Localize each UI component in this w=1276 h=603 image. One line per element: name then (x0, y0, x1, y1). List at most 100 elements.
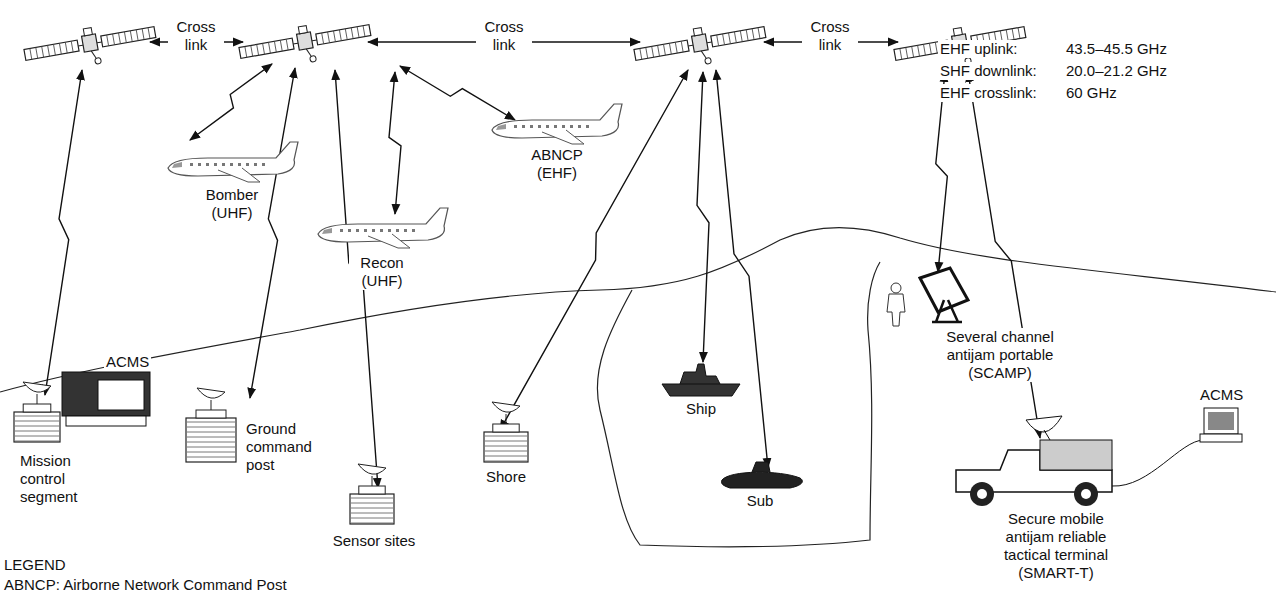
illustration-part (912, 46, 914, 57)
illustration-part (130, 31, 132, 42)
illustration-part (514, 125, 517, 128)
illustration-part (339, 30, 341, 41)
illustration-part (388, 229, 391, 232)
ground-station (14, 382, 60, 442)
radio-link (250, 68, 295, 398)
terminal-label: Sub (745, 492, 776, 510)
illustration-part (758, 28, 760, 39)
illustration-part (187, 432, 235, 433)
illustration-part (142, 29, 144, 40)
terminal-label: Ship (684, 400, 718, 418)
satellite (632, 17, 768, 76)
illustration-part (297, 32, 314, 50)
illustration-part (23, 404, 51, 412)
illustration-part (920, 268, 968, 312)
illustration-part (746, 30, 748, 41)
ground-station (186, 388, 236, 462)
illustration-part (364, 229, 367, 232)
illustration-part (124, 32, 126, 43)
illustration-part (693, 28, 702, 36)
illustration-part (652, 46, 654, 57)
illustration-part (485, 446, 527, 447)
link-label: Cross link (802, 18, 858, 54)
illustration-part (310, 55, 317, 62)
frequency-table-cell: 20.0–21.2 GHz (1064, 62, 1169, 80)
illustration-part (59, 43, 61, 54)
illustration-part (485, 451, 527, 452)
illustration-part (187, 452, 235, 453)
illustration-part (1012, 29, 1014, 40)
illustration-part (634, 40, 689, 60)
illustration-part (900, 49, 902, 60)
illustration-part (348, 229, 351, 232)
illustration-part (380, 229, 383, 232)
illustration-part (538, 125, 541, 128)
terminal-label: Sensor sites (331, 532, 418, 550)
illustration-part (95, 57, 102, 64)
illustration-part (669, 43, 671, 54)
illustration-part (245, 47, 247, 58)
illustration-part (717, 35, 719, 46)
illustration-part (522, 125, 525, 128)
satellite (22, 17, 158, 76)
terminal-label: Shore (484, 468, 528, 486)
illustration-part (358, 464, 386, 474)
illustration-part (15, 416, 59, 417)
satellite (237, 15, 373, 74)
illustration-part (351, 518, 393, 519)
illustration-part (98, 380, 144, 410)
illustration-part (246, 163, 249, 166)
illustration-part (14, 412, 60, 442)
illustration-part (404, 229, 407, 232)
illustration-part (729, 33, 731, 44)
illustration-part (412, 229, 415, 232)
illustration-part (15, 431, 59, 432)
illustration-part (190, 163, 193, 166)
illustration-part (705, 57, 712, 64)
illustration-part (211, 400, 212, 410)
illustration-part (562, 125, 565, 128)
aircraft (168, 142, 298, 182)
illustration-part (372, 229, 375, 232)
illustration-part (101, 27, 156, 47)
terminal-label: Mission control segment (18, 452, 94, 506)
illustration-part (492, 402, 520, 412)
illustration-part (148, 28, 150, 39)
aircraft (492, 104, 622, 144)
illustration-part (62, 372, 150, 416)
terminal-label: ABNCP (EHF) (524, 146, 590, 182)
illustration-part (218, 168, 260, 182)
illustration-part (1040, 440, 1112, 470)
illustration-part (340, 229, 343, 232)
illustration-part (322, 228, 332, 234)
illustration-part (1044, 430, 1050, 440)
illustration-part (15, 421, 59, 422)
illustration-part (359, 486, 385, 494)
sea-outline (597, 262, 880, 547)
illustration-part (506, 414, 507, 424)
illustration-part (71, 41, 73, 52)
illustration-part (924, 44, 926, 55)
illustration-part (891, 283, 901, 293)
illustration-part (23, 382, 51, 392)
illustration-part (119, 33, 121, 44)
illustration-part (530, 125, 533, 128)
illustration-part (546, 125, 549, 128)
illustration-part (646, 47, 648, 58)
illustration-part (113, 34, 115, 45)
illustration-part (82, 34, 99, 52)
illustration-part (136, 30, 138, 41)
illustration-part (187, 442, 235, 443)
illustration-part (485, 461, 527, 462)
illustration-part (1026, 416, 1062, 432)
terminal-label: Several channel antijam portable (SCAMP) (936, 328, 1065, 382)
illustration-part (351, 523, 393, 524)
illustration-part (107, 35, 109, 46)
link-label: Cross link (168, 18, 224, 54)
illustration-part (65, 42, 67, 53)
frequency-table-cell: 60 GHz (1064, 84, 1119, 102)
ground-station (350, 464, 394, 524)
illustration-part (298, 26, 307, 34)
submarine (721, 462, 802, 488)
ground-station (484, 402, 528, 462)
